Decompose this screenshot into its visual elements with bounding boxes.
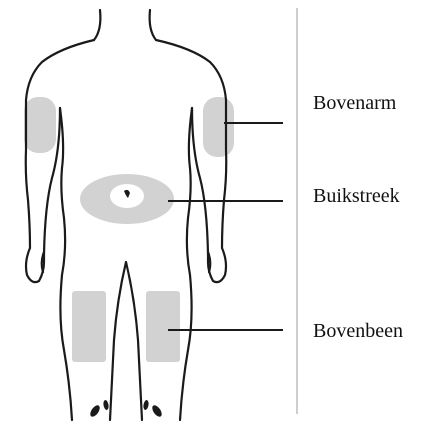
knee-mark-left-inner [103,400,110,411]
label-thigh: Bovenbeen [313,321,403,341]
knee-marks [88,400,163,419]
label-upper-arm: Bovenarm [313,93,396,113]
injection-zones [24,97,234,362]
knee-mark-left-outer [88,404,101,419]
zone-thigh-left [72,291,106,362]
zone-thigh-right [146,291,180,362]
zone-upper-arm-left [24,97,56,153]
label-abdomen: Buikstreek [313,186,400,206]
knee-mark-right-inner [143,400,150,411]
knee-mark-right-outer [150,404,163,419]
zone-upper-arm-right [203,97,234,157]
